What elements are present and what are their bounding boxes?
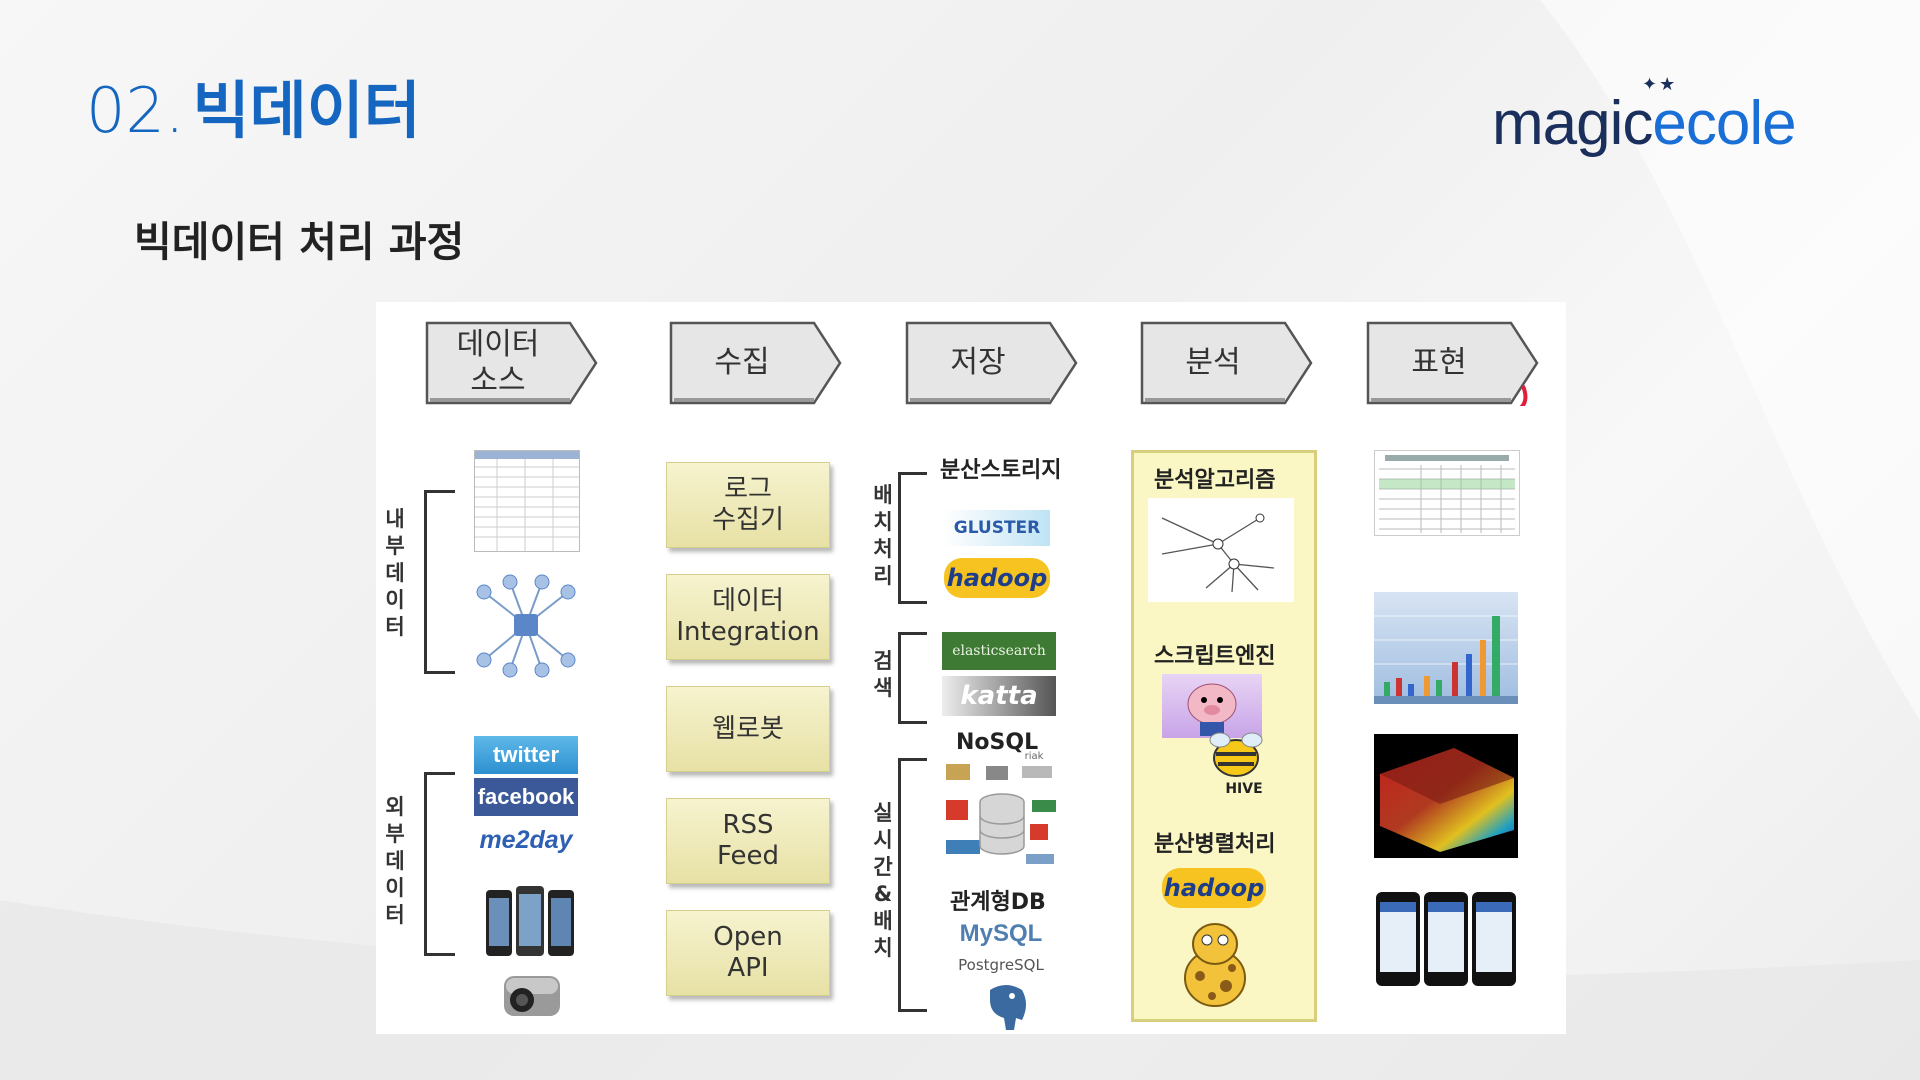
katta-logo: katta [942,676,1056,716]
data-integration-box: 데이터 Integration [666,574,830,660]
relational-db-heading: 관계형DB [950,890,1046,915]
report-table-image [1374,450,1520,536]
web-robot-box: 웹로봇 [666,686,830,772]
bracket [898,632,927,724]
mysql-logo: MySQL [959,920,1043,947]
section-title: 빅데이터 [192,74,421,147]
bracket [898,758,927,1012]
open-api-box: Open API [666,910,830,996]
gluster-logo: GLUSTER [944,510,1050,546]
elephant-icon [980,980,1032,1032]
3d-surface-image [1374,734,1518,858]
internal-data-label: 내부데이터 [385,507,405,639]
external-data-label: 외부데이터 [385,795,405,927]
network-diagram-image [472,570,580,680]
brand-accent: ecole [1652,89,1796,158]
smartphones-image [484,884,576,958]
decision-tree-image [1148,498,1294,602]
hive-label: HIVE [1225,781,1263,797]
star-icon: ✦★ [1642,74,1678,94]
mobile-screens-image [1374,888,1518,988]
script-engine-heading: 스크립트엔진 [1154,644,1276,669]
stage-label: 표현 [1411,345,1467,380]
stage-analysis: 분석 [1139,320,1315,406]
nosql-logos-image [942,760,1060,872]
stage-presentation: 표현 [1365,320,1541,406]
elasticsearch-logo: elasticsearch [942,632,1056,670]
brand-logo: ✦★ magicecole [1492,74,1797,159]
distributed-storage-heading: 분산스토리지 [940,458,1062,483]
hadoop-analysis-logo: hadoop [1162,868,1266,908]
hadoop-logo: hadoop [944,558,1050,598]
brand-prefix: magic [1492,89,1653,158]
stage-label: 수집 [714,345,770,380]
bracket [424,490,455,674]
slide-title: 02.빅데이터 [86,60,421,150]
stage-storage: 저장 [904,320,1080,406]
process-diagram: 데이터 소스 수집 저장 분석 표현 내부데이터 외부데이터 [376,302,1566,1034]
hive-bee-image [1198,726,1274,796]
log-collector-box: 로그 수집기 [666,462,830,548]
realtime-batch-label: 실시간&배치 [873,801,893,960]
stage-data-source: 데이터 소스 [424,320,600,406]
stage-label: 저장 [950,345,1006,380]
bracket [424,772,455,956]
stage-collection: 수집 [668,320,844,406]
postgresql-logo: PostgreSQL [958,956,1044,974]
nosql-heading: NoSQL [956,730,1039,755]
bracket [898,472,927,604]
giraffe-mascot-image [1172,916,1258,1008]
stage-label: 분석 [1185,345,1241,380]
stage-label: 데이터 소스 [456,327,540,398]
batch-processing-label: 배치처리 [873,483,893,588]
facebook-logo: facebook [474,778,578,816]
me2day-logo: me2day [479,825,573,854]
distributed-parallel-heading: 분산병렬처리 [1154,832,1276,857]
log-table-image [474,450,580,552]
camera-device-image [500,966,564,1026]
section-number: 02. [86,74,185,147]
pig-mascot-image [1162,674,1262,738]
search-label: 검색 [873,649,893,700]
bar-chart-image [1374,592,1518,704]
slide-subtitle: 빅데이터 처리 과정 [134,218,465,266]
rss-feed-box: RSS Feed [666,798,830,884]
twitter-logo: twitter [474,736,578,774]
analysis-algorithm-heading: 분석알고리즘 [1154,468,1276,493]
riak-logo: riak [1024,750,1044,762]
